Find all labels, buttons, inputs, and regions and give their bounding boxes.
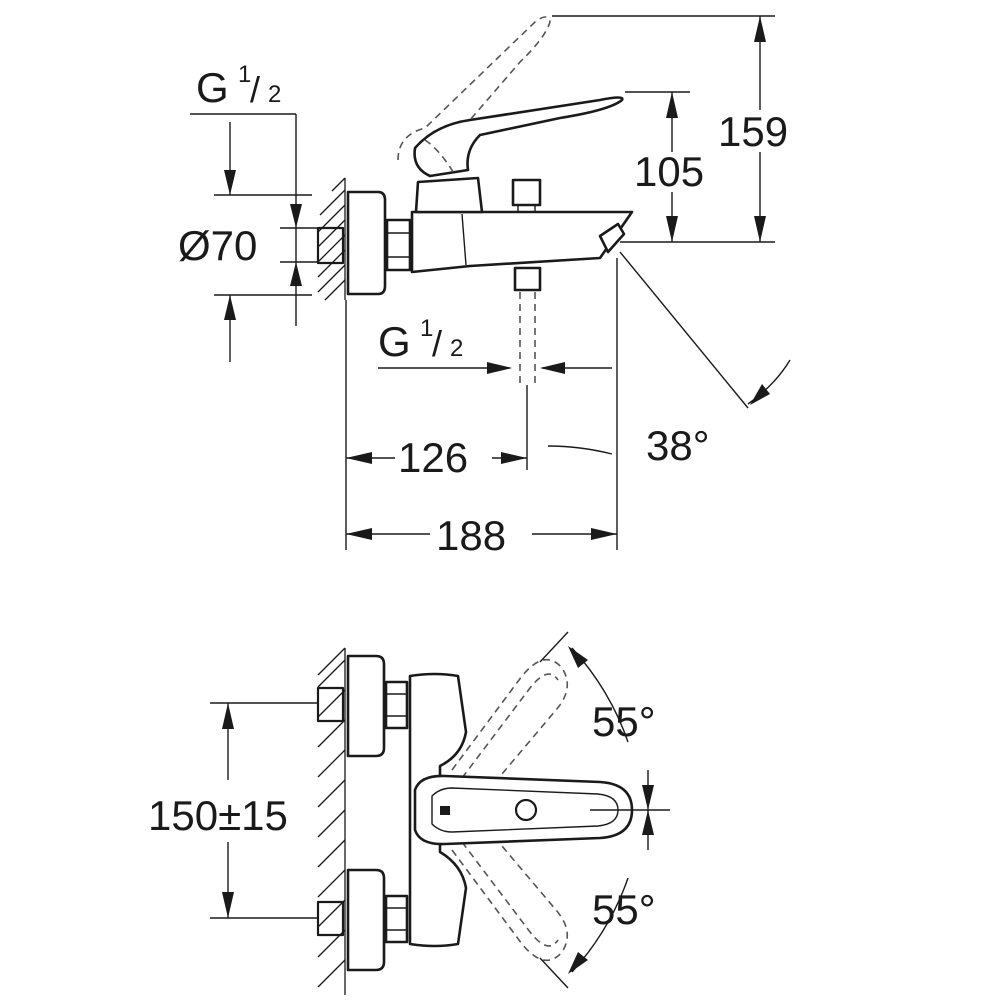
depth-188-label: 188 xyxy=(436,512,506,559)
thread-bottom-num: 1 xyxy=(420,315,433,342)
cartridge-housing xyxy=(414,176,484,214)
escutcheon xyxy=(346,190,387,296)
dim-thread-top: G 1 / 2 xyxy=(190,61,318,362)
depth-126-label: 126 xyxy=(398,434,468,481)
wall-hatch-top xyxy=(317,177,346,301)
dim-heights: 105 159 xyxy=(552,15,798,243)
dim-spout-angle: 38° xyxy=(619,251,791,469)
thread-top-num: 1 xyxy=(238,61,251,88)
nut-upper xyxy=(384,680,409,730)
wall-pipe-upper xyxy=(316,686,345,723)
lever-cap xyxy=(514,798,538,822)
escutcheon-upper xyxy=(346,654,386,758)
svg-text:/: / xyxy=(250,69,260,110)
spout-angle-label: 38° xyxy=(646,422,710,469)
wall-pipe-lower xyxy=(316,900,345,937)
nut-lower xyxy=(384,894,409,944)
spout-aerator xyxy=(598,222,626,254)
centers-label: 150±15 xyxy=(148,792,288,839)
diameter-label: Ø70 xyxy=(178,222,257,269)
wall-pipe xyxy=(316,226,345,265)
lever-indicator xyxy=(440,806,450,815)
thread-bottom-den: 2 xyxy=(450,335,463,362)
dim-thread-bottom: G 1 / 2 xyxy=(378,315,612,374)
side-view: G 1 / 2 Ø70 105 159 xyxy=(178,15,798,559)
angle-up-label: 55° xyxy=(592,698,656,745)
top-view: 55° 55° 150±15 xyxy=(148,631,670,995)
dim-centers: 150±15 xyxy=(148,702,318,919)
thread-top-label: G xyxy=(196,64,229,111)
mixer-body xyxy=(410,210,634,274)
shower-outlet xyxy=(513,266,542,292)
dim-depths: 126 188 xyxy=(345,258,618,559)
height-105-label: 105 xyxy=(634,148,704,195)
thread-top-den: 2 xyxy=(268,81,281,108)
connector-nut xyxy=(385,218,412,272)
height-159-label: 159 xyxy=(718,108,788,155)
escutcheon-lower xyxy=(346,868,386,972)
thread-bottom-label: G xyxy=(378,318,411,365)
mixer-lever xyxy=(413,96,624,178)
svg-text:/: / xyxy=(432,323,442,364)
mixer-lever-raised xyxy=(397,16,551,161)
diverter-knob xyxy=(511,178,542,207)
angle-down-label: 55° xyxy=(592,886,656,933)
wall-hatch-bottom xyxy=(317,647,346,995)
